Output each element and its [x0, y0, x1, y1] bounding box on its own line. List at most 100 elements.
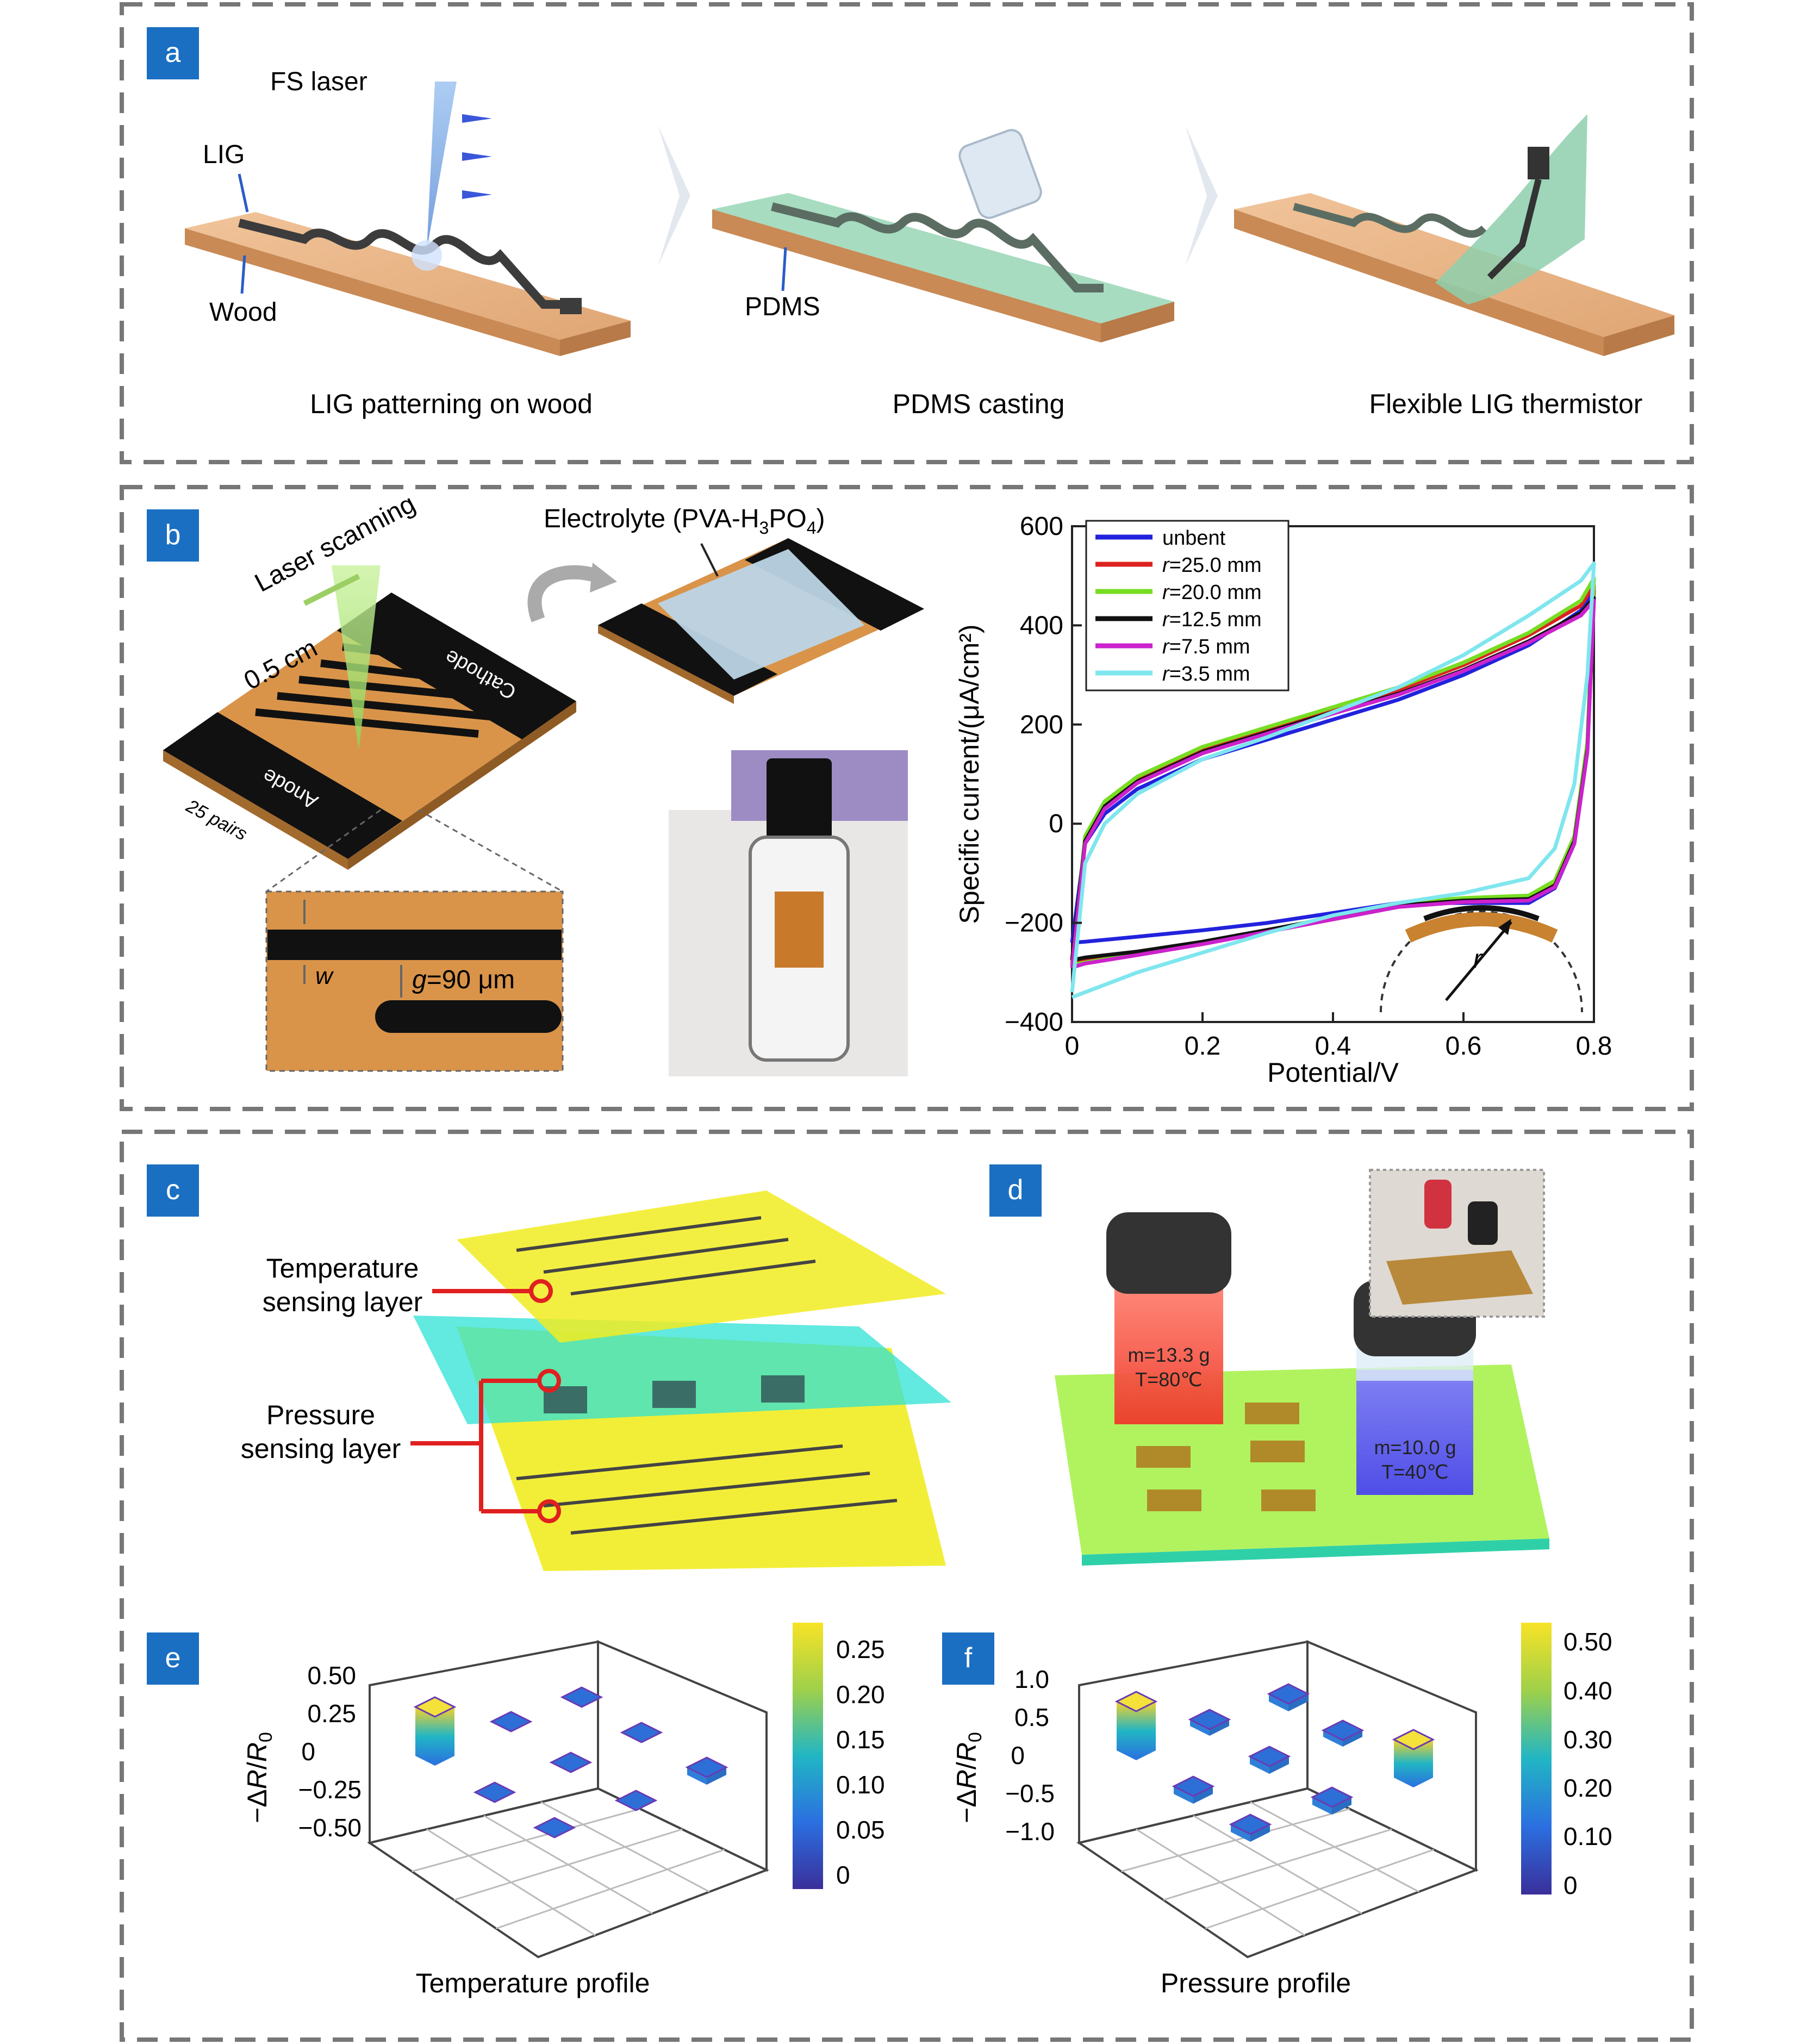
f-cb-tick: 0.20	[1563, 1774, 1612, 1802]
f-cb-tick: 0.30	[1563, 1725, 1612, 1754]
box-grid-line	[1250, 1801, 1419, 1893]
bar-side	[1312, 1797, 1332, 1815]
box-grid-line	[496, 1849, 725, 1929]
bar-side	[1250, 1824, 1270, 1842]
panel-frames	[120, 2, 1694, 2042]
e-cb-tick: 0.25	[836, 1635, 885, 1663]
bar-side	[1250, 1756, 1269, 1774]
temp-layer-label-1: Temperature	[266, 1253, 419, 1283]
hot-bottle-mass: m=13.3 g	[1127, 1344, 1210, 1366]
f-ztick: 0.5	[1014, 1703, 1049, 1731]
electrolyte-label: Electrolyte (PVA-H3PO4)	[544, 504, 825, 538]
temperature-sensing-layer-sheet	[457, 1191, 946, 1343]
bar-top	[1267, 1683, 1310, 1705]
setup-photo	[1369, 1169, 1545, 1318]
bar-side	[1136, 1702, 1156, 1760]
frame-a	[120, 2, 1694, 464]
panel-f: f −ΔR/R0 1.0 0.5 0 −0.5 −1.0 0.50 0.40 0…	[942, 1623, 1612, 1998]
e-zlabel-prefix: −Δ	[242, 1789, 272, 1823]
box-grid-line	[1205, 1849, 1434, 1929]
bar-side	[415, 1707, 435, 1766]
f-colorbar-ticks: 0.50 0.40 0.30 0.20 0.10 0	[1563, 1628, 1612, 1899]
e-zlabel-sub: 0	[256, 1732, 276, 1742]
lig-pattern-icon	[238, 219, 571, 309]
e-cb-tick: 0.20	[836, 1680, 885, 1709]
panel-b-letter: b	[165, 519, 181, 551]
e-ztick: 0.25	[307, 1699, 356, 1728]
box-grid-line	[453, 1828, 683, 1901]
pdms-board	[712, 193, 1174, 342]
cv-ytick-label: 600	[1020, 512, 1063, 541]
hot-bottle-cap-icon	[1106, 1212, 1231, 1294]
bar-top	[1310, 1786, 1354, 1808]
e-ztick: −0.50	[298, 1814, 362, 1842]
bar-top	[413, 1696, 457, 1718]
bar-top	[1321, 1719, 1365, 1741]
cv-xtick-label: 0.4	[1315, 1032, 1351, 1061]
e-ztick: 0.50	[307, 1661, 356, 1690]
f-ztick: −0.5	[1005, 1779, 1055, 1808]
e-zlabel-r0: R	[242, 1742, 272, 1762]
warm-bottle-temp: T=40℃	[1381, 1461, 1449, 1483]
layer-circuit-patterns	[516, 1216, 898, 1535]
panel-c: c Temperature sensing layer Pressure sen…	[147, 1164, 951, 1571]
bar-side	[1394, 1740, 1413, 1787]
fs-laser-beam-icon	[427, 82, 457, 250]
press-layer-label-2: sensing layer	[241, 1434, 401, 1464]
e-zlabel-slash: /	[242, 1762, 272, 1769]
bar-top	[1392, 1729, 1435, 1750]
box-grid-line	[1163, 1828, 1392, 1901]
warm-weight-bottle	[1356, 1370, 1473, 1495]
caption-pdms-casting: PDMS casting	[893, 389, 1065, 419]
f-zticks: 1.0 0.5 0 −0.5 −1.0	[1005, 1665, 1055, 1846]
bar-top	[620, 1722, 663, 1743]
f-zlabel-r: R	[951, 1769, 982, 1789]
box-back-right-pane	[597, 1640, 768, 1872]
bar-side	[1210, 1719, 1229, 1736]
bar-top	[1248, 1746, 1291, 1767]
fs-laser-label: FS laser	[270, 67, 367, 96]
box-floor-pane	[367, 1787, 770, 1959]
electrolyte-prefix: Electrolyte (PVA-H	[544, 504, 759, 533]
box-grid-line	[540, 1801, 710, 1893]
f-cb-tick: 0.50	[1563, 1628, 1612, 1656]
caption-lig-patterning: LIG patterning on wood	[310, 389, 593, 419]
bar-side	[1190, 1719, 1210, 1736]
bar-top	[489, 1711, 533, 1733]
cv-xtick-label: 0.2	[1185, 1032, 1221, 1061]
e-colorbar-ticks: 0.25 0.20 0.15 0.10 0.05 0	[836, 1635, 885, 1889]
f-cb-tick: 0.40	[1563, 1677, 1612, 1705]
cv-series-group	[1070, 561, 1596, 999]
sensor-pixels	[1136, 1403, 1316, 1511]
panel-a-letter: a	[165, 37, 181, 68]
pdms-beaker-icon	[958, 129, 1042, 219]
hot-weight-bottle	[1114, 1288, 1223, 1424]
callout-lines	[410, 1279, 561, 1523]
bar-side	[707, 1767, 726, 1785]
cv-legend-label: r=25.0 mm	[1162, 554, 1262, 577]
panel-b-badge	[147, 509, 199, 562]
cv-xtick-label: 0	[1065, 1032, 1080, 1061]
box-back-right-pane	[1306, 1640, 1477, 1872]
panel-e: e −ΔR/R0 0.50 0.25 0 −0.25 −0.50 0.25 0.…	[147, 1623, 885, 1998]
temp-layer-label-2: sensing layer	[263, 1287, 423, 1317]
f-colorbar	[1521, 1623, 1552, 1895]
f-ztick: 0	[1011, 1741, 1025, 1769]
bar-side	[1269, 1756, 1289, 1774]
cv-legend-label: unbent	[1162, 527, 1226, 550]
panel-d-letter: d	[1008, 1174, 1024, 1206]
bar-top	[1188, 1709, 1231, 1730]
coated-device-icon	[598, 538, 924, 704]
bar-top	[473, 1781, 516, 1803]
flexible-thermistor	[1234, 114, 1674, 356]
e-colorbar	[793, 1623, 823, 1889]
bar-side	[1174, 1786, 1193, 1804]
panel-a: a FS laser LIG Wood LIG patterning on wo…	[147, 27, 1674, 419]
w-label: w	[315, 963, 334, 989]
cv-ylabel: Specific current/(μA/cm²)	[954, 624, 985, 924]
panel-e-letter: e	[165, 1642, 181, 1674]
cv-xlabel: Potential/V	[1267, 1057, 1399, 1088]
